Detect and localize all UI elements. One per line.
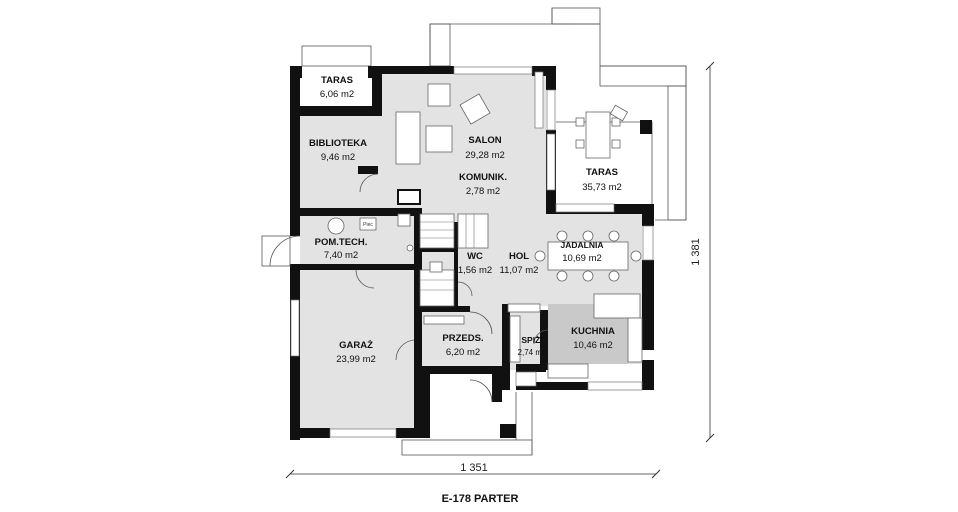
room-name-pom-tech: POM.TECH. bbox=[315, 237, 368, 248]
terrace-table-icon bbox=[585, 111, 611, 159]
room-area-spiz: 2,74 m2 bbox=[518, 348, 547, 357]
room-area-jadalnia: 10,69 m2 bbox=[562, 253, 602, 264]
dining-table-icon bbox=[547, 241, 629, 271]
room-name-wc: WC bbox=[467, 251, 483, 262]
room-name-taras-small: TARAS bbox=[321, 75, 353, 86]
room-area-kuchnia: 10,46 m2 bbox=[573, 340, 613, 351]
room-area-taras-large: 35,73 m2 bbox=[582, 182, 622, 193]
floor-pom-tech bbox=[300, 216, 416, 264]
windows bbox=[290, 66, 654, 438]
room-area-salon: 29,28 m2 bbox=[465, 150, 505, 161]
boiler-icon bbox=[327, 217, 345, 235]
dimension-width: 1 351 bbox=[460, 462, 488, 474]
toilet-icon bbox=[429, 261, 443, 273]
room-area-pom-tech: 7,40 m2 bbox=[324, 250, 358, 261]
room-name-spiz: SPIŻ. bbox=[521, 335, 542, 345]
room-name-taras-large: TARAS bbox=[586, 167, 618, 178]
room-area-hol: 11,07 m2 bbox=[500, 265, 539, 276]
taras-small-railing bbox=[301, 45, 372, 67]
dimension-lines bbox=[285, 61, 715, 479]
dimension-height: 1 381 bbox=[690, 238, 702, 266]
kitchen-island-icon bbox=[593, 293, 641, 319]
room-name-garaz: GARAŻ bbox=[339, 340, 373, 351]
room-name-jadalnia: JADALNIA bbox=[561, 240, 604, 250]
room-area-komunik: 2,78 m2 bbox=[466, 186, 500, 197]
room-name-hol: HOL bbox=[509, 251, 529, 262]
stairs bbox=[419, 213, 489, 307]
room-name-kuchnia: KUCHNIA bbox=[571, 326, 615, 337]
room-name-salon: SALON bbox=[468, 135, 501, 146]
room-area-przeds: 6,20 m2 bbox=[446, 347, 480, 358]
floor-biblioteka bbox=[300, 116, 380, 212]
floor-garaz bbox=[298, 270, 416, 430]
room-area-wc: 1,56 m2 bbox=[458, 265, 492, 276]
room-name-biblioteka: BIBLIOTEKA bbox=[309, 138, 367, 149]
armchair-icon bbox=[459, 93, 491, 125]
room-labels: TARAS 6,06 m2 BIBLIOTEKA 9,46 m2 SALON 2… bbox=[309, 75, 622, 365]
room-area-biblioteka: 9,46 m2 bbox=[321, 152, 355, 163]
terrace-outlines bbox=[301, 7, 687, 456]
room-name-przeds: PRZEDS. bbox=[442, 333, 483, 344]
piec-label: Piec bbox=[363, 222, 373, 228]
furniture: Piec bbox=[261, 83, 643, 403]
room-area-garaz: 23,99 m2 bbox=[336, 354, 376, 365]
coffee-table-icon bbox=[425, 125, 453, 153]
armchair-icon bbox=[427, 83, 451, 107]
plan-caption: E-178 PARTER bbox=[442, 493, 519, 505]
room-name-komunik: KOMUNIK. bbox=[459, 172, 507, 183]
piec-icon bbox=[359, 217, 377, 231]
room-area-taras-small: 6,06 m2 bbox=[320, 89, 354, 100]
sofa-icon bbox=[395, 111, 421, 165]
